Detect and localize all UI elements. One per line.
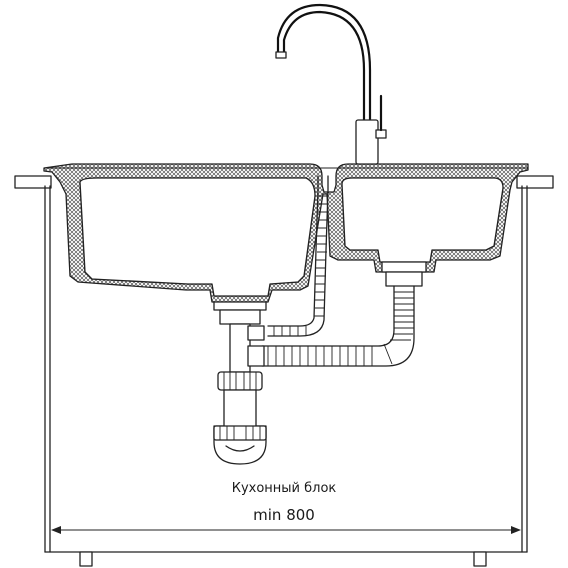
- siphon: [213, 301, 267, 465]
- faucet-body: [355, 119, 379, 165]
- siphon-nut-upper: [217, 371, 263, 391]
- cabinet-leg-left: [79, 551, 93, 567]
- double-bowl-sink: [43, 163, 529, 303]
- bowl-left-interior: [79, 177, 316, 297]
- siphon-nut-lower: [213, 425, 267, 441]
- right-drain-nut: [385, 271, 423, 287]
- min-width-label: min 800: [253, 506, 315, 524]
- overflow-hose: [267, 175, 329, 337]
- faucet-aerator: [275, 51, 287, 59]
- faucet-spout: [282, 10, 366, 152]
- overflow-connector: [247, 325, 265, 341]
- siphon-vertical-pipe: [229, 323, 251, 373]
- kitchen-cabinet: [14, 175, 554, 567]
- faucet-lever-joint: [375, 129, 387, 139]
- countertop-right: [516, 175, 554, 189]
- cabinet-leg-right: [473, 551, 487, 567]
- left-drain-nut: [219, 309, 261, 325]
- cabinet-label: Кухонный блок: [232, 481, 337, 496]
- left-drain-flange: [213, 301, 267, 311]
- bowl-right-interior: [341, 177, 504, 263]
- right-drain-pipe: [261, 261, 427, 367]
- faucet: [275, 3, 387, 165]
- drain-connector: [247, 345, 265, 367]
- countertop-left: [14, 175, 52, 189]
